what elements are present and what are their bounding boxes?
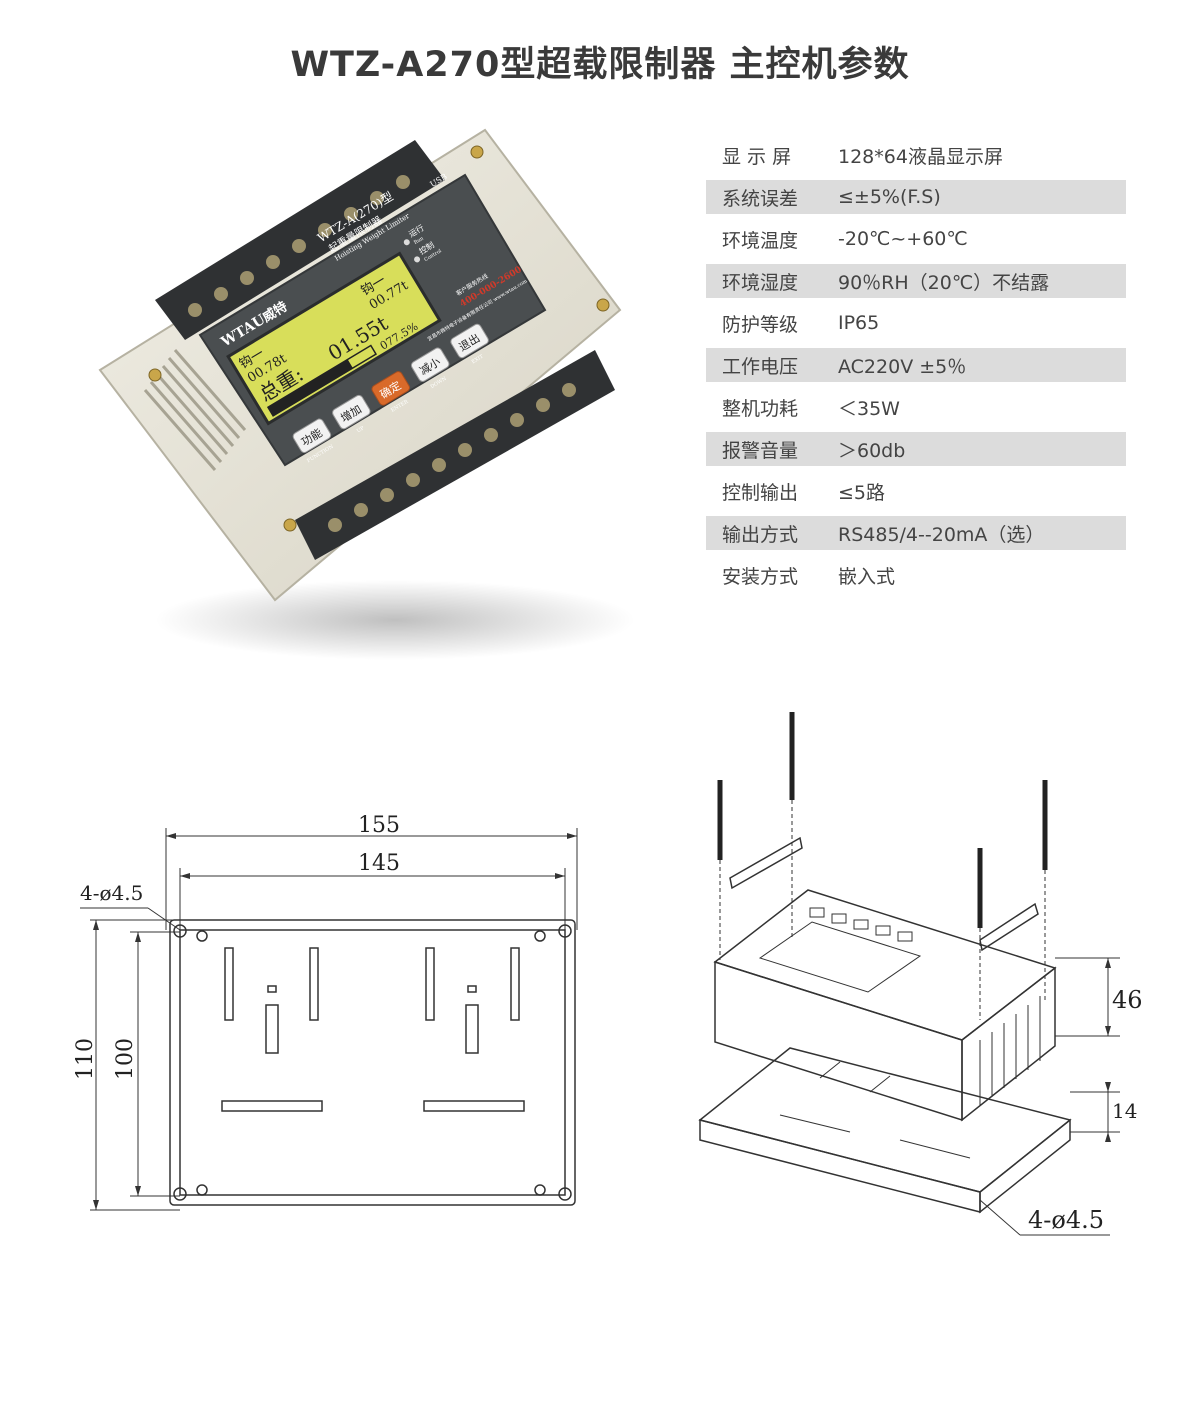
spec-label: 报警音量 xyxy=(722,439,799,462)
base-side xyxy=(979,1118,1071,1214)
front-holes-label: 4-ø4.5 xyxy=(80,881,143,905)
dim-110: 110 xyxy=(73,1038,98,1080)
dim-145: 145 xyxy=(358,851,400,876)
button-exit-en: EXIT xyxy=(471,353,485,365)
button-exit[interactable]: 退出 EXIT xyxy=(449,323,496,370)
spec-row: 防护等级 IP65 xyxy=(706,306,1126,340)
spec-row: 安装方式 嵌入式 xyxy=(706,558,1126,592)
spec-label: 防护等级 xyxy=(722,313,799,336)
spec-row: 输出方式 RS485/4--20mA（选） xyxy=(706,516,1126,550)
bottom-terminals xyxy=(328,383,576,532)
upper-shell-top xyxy=(713,889,1057,1041)
dim-155: 155 xyxy=(358,813,400,838)
upper-shell-front xyxy=(714,960,963,1122)
exploded-holes-label: 4-ø4.5 xyxy=(1028,1206,1104,1234)
base-top xyxy=(698,1047,1072,1193)
spec-value: IP65 xyxy=(838,312,880,334)
spec-row: 控制输出 ≤5路 xyxy=(706,474,1126,508)
spec-row: 显 示 屏 128*64液晶显示屏 xyxy=(706,138,1126,172)
spec-label: 环境温度 xyxy=(722,229,799,252)
spec-row: 环境温度 -20℃~+60℃ xyxy=(706,222,1126,256)
button-up[interactable]: 增加 UP xyxy=(331,394,378,441)
dim-lines xyxy=(80,828,578,1211)
spec-value: AC220V ±5％ xyxy=(838,355,967,378)
lcd-load-bar-fill xyxy=(267,359,353,416)
run-label-en: Run xyxy=(413,235,426,246)
spec-value: RS485/4--20mA（选） xyxy=(838,523,1045,546)
dim-46: 46 xyxy=(1112,986,1143,1014)
spec-label: 输出方式 xyxy=(722,523,799,546)
front-outline xyxy=(169,919,576,1206)
device-photo: 钩一 00.78t 钩一 00.77t 总重: 01.55t 077.5% WT… xyxy=(98,128,635,660)
spec-value: -20℃~+60℃ xyxy=(838,228,968,250)
spec-label: 安装方式 xyxy=(722,565,799,588)
spec-value: ＞60db xyxy=(838,439,906,462)
cover-strip-right xyxy=(979,902,1039,952)
top-terminals xyxy=(188,175,410,317)
spec-value: 128*64液晶显示屏 xyxy=(838,145,1003,168)
spec-value: 90％RH（20℃）不结露 xyxy=(838,271,1050,294)
base-front xyxy=(699,1119,981,1213)
run-led xyxy=(403,239,410,246)
cover-strip-left xyxy=(729,836,803,890)
button-up-en: UP xyxy=(356,425,366,434)
base-slots xyxy=(779,1061,971,1159)
exploded-drawing: 46 14 4-ø4.5 xyxy=(698,712,1143,1236)
exploded-dim-lines xyxy=(979,957,1120,1236)
front-inner-outline xyxy=(179,929,566,1196)
spec-value: ≤5路 xyxy=(838,481,886,504)
spec-label: 控制输出 xyxy=(722,481,799,504)
spec-row: 整机功耗 ＜35W xyxy=(706,390,1126,424)
spec-label: 系统误差 xyxy=(722,187,799,210)
spec-row: 报警音量 ＞60db xyxy=(706,432,1126,466)
spec-label: 整机功耗 xyxy=(722,397,799,420)
spec-row: 工作电压 AC220V ±5％ xyxy=(706,348,1126,382)
page-title: WTZ-A270型超载限制器 主控机参数 xyxy=(290,45,910,85)
dim-14: 14 xyxy=(1112,1099,1137,1123)
spec-row: 环境湿度 90％RH（20℃）不结露 xyxy=(706,264,1126,298)
spec-value: 嵌入式 xyxy=(838,565,896,588)
corner-screws xyxy=(148,145,610,532)
spec-label: 显 示 屏 xyxy=(722,145,792,168)
spec-label: 工作电压 xyxy=(722,355,799,378)
spec-value: ＜35W xyxy=(838,397,900,420)
upper-shell-side xyxy=(961,966,1056,1122)
spec-table: 显 示 屏 128*64液晶显示屏系统误差 ≤±5%(F.S) 环境温度 -20℃~+6… xyxy=(706,138,1126,600)
control-led xyxy=(414,256,421,263)
bottom-terminal-strip xyxy=(295,350,615,560)
front-dimension-drawing: 155 145 110 100 4-ø4.5 xyxy=(73,813,578,1211)
upper-shell-fins xyxy=(979,996,1041,1105)
dim-100: 100 xyxy=(113,1038,138,1080)
spec-label: 环境湿度 xyxy=(722,271,799,294)
side-vents xyxy=(143,349,247,471)
spec-row: 系统误差 ≤±5%(F.S) xyxy=(706,180,1126,214)
upper-shell-windows xyxy=(758,907,922,993)
lcd-screen xyxy=(226,251,442,426)
front-slots xyxy=(221,947,525,1112)
screws xyxy=(717,712,1048,1020)
spec-value: ≤±5%(F.S) xyxy=(838,186,941,208)
